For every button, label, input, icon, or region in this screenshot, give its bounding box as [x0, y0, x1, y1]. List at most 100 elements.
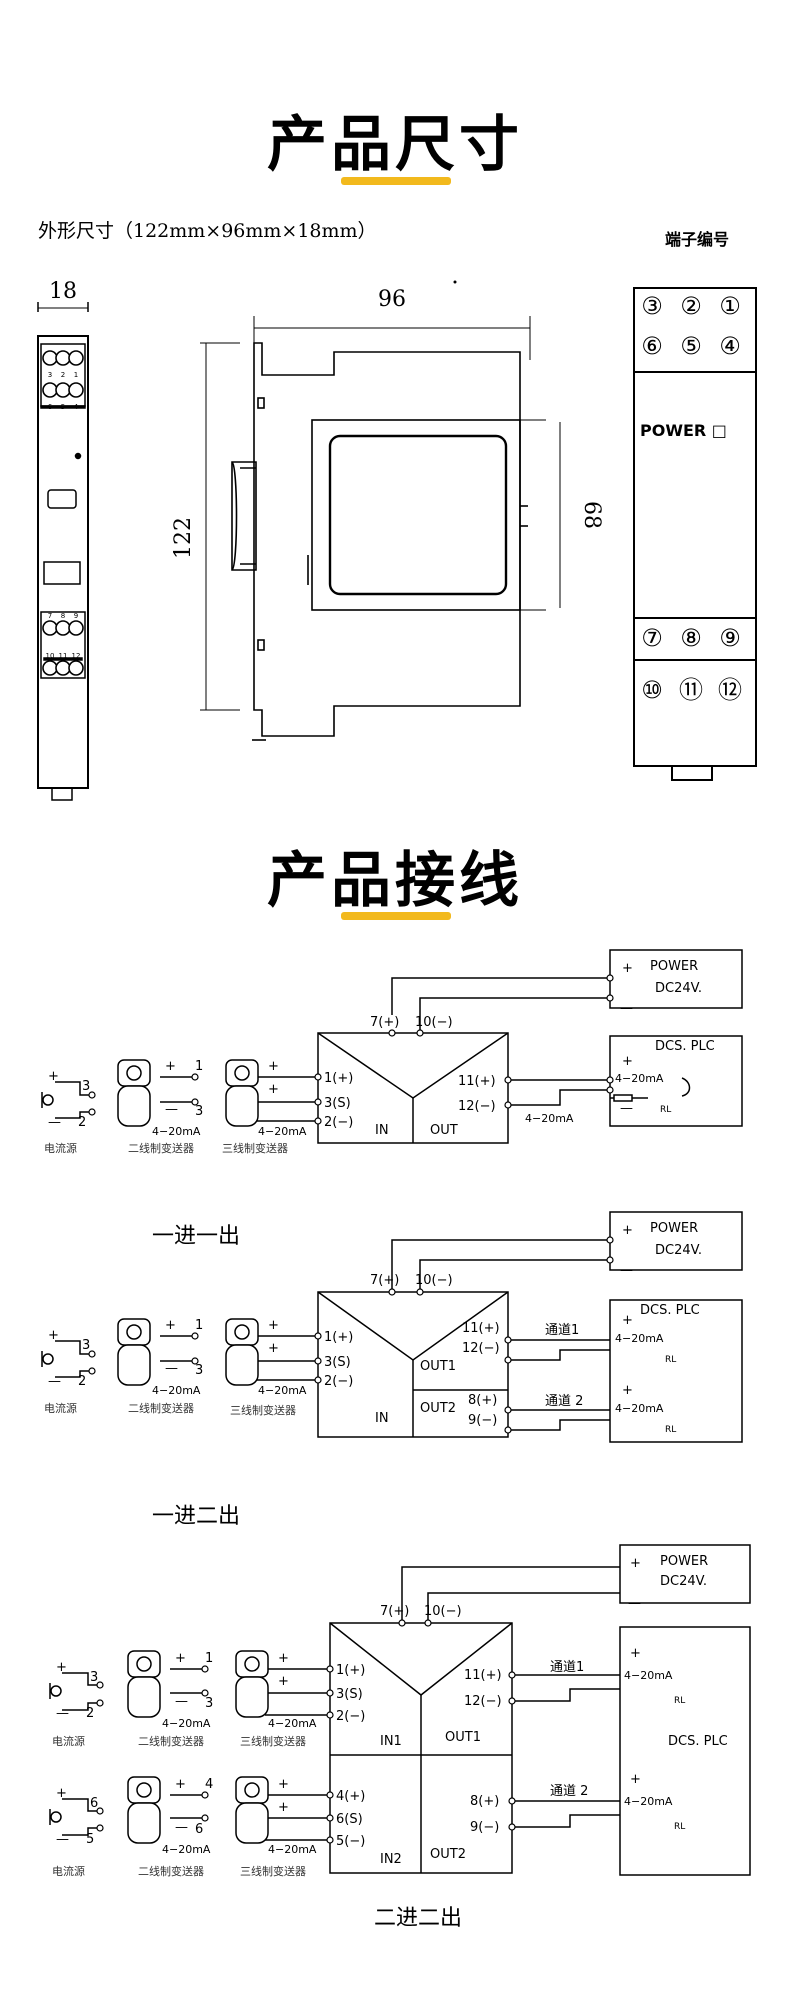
diagram-label: 二线制变送器 [138, 1734, 204, 1748]
diagram-label: 2(−) [324, 1115, 353, 1130]
diagram-label: + [622, 1383, 633, 1398]
diagram-label: 3(S) [324, 1355, 351, 1370]
diagram-label: ⑧ [680, 624, 702, 652]
diagram-label: 11(+) [458, 1074, 496, 1089]
dc-text: DC24V. [655, 981, 702, 996]
diagram-label: 7(+) [380, 1604, 409, 1619]
diagram-label: + [268, 1318, 279, 1333]
diagram-label: 6 [48, 403, 53, 411]
diagram-label: ⑥ [641, 332, 663, 360]
diagram-label: 9 [74, 612, 78, 620]
wiring-title: 产品接线 [267, 846, 523, 916]
caption-1in1out: 一进一出 [152, 1224, 241, 1249]
diagram-label: 4 [205, 1777, 213, 1792]
side-view [200, 316, 561, 741]
diagram-label: 4 [74, 403, 79, 411]
front-top-terminals [42, 350, 84, 398]
caption-2in2out: 二进二出 [374, 1906, 463, 1931]
diagram-label: + [278, 1674, 289, 1689]
diagram-label: 1 [195, 1318, 203, 1333]
terminal-dots [88, 974, 614, 1125]
diagram-label: ⑫ [718, 676, 742, 704]
diagram-label: ⑩ [641, 676, 663, 704]
diagram-label: — [175, 1820, 188, 1835]
diagram-label: 电流源 [44, 1141, 77, 1155]
diagram-label: OUT2 [420, 1401, 456, 1416]
dim-label-68: 68 [579, 501, 604, 529]
diagram-label: + [278, 1777, 289, 1792]
diagram-label: 二线制变送器 [138, 1864, 204, 1878]
diagram-label: + [175, 1651, 186, 1666]
diagram-label: + [630, 1772, 641, 1787]
diagram-label: + [268, 1341, 279, 1356]
diagram-label: — [620, 1101, 633, 1116]
diagram-label: 4−20mA [615, 1402, 664, 1415]
diagram-label: 3(S) [336, 1687, 363, 1702]
diagram-label: 2(−) [336, 1709, 365, 1724]
diagram-label: 12(−) [462, 1341, 500, 1356]
diagram-label: 2 [86, 1706, 94, 1721]
diagram-label: 3(S) [324, 1096, 351, 1111]
front-terminal-numbers: 3 2 1 6 5 4 7 8 9 10 11 12 [46, 371, 81, 660]
diagram-label: 5(−) [336, 1834, 365, 1849]
diagram-label: DCS. PLC [640, 1303, 700, 1318]
diagram-label: 4(+) [336, 1789, 365, 1804]
diagram-label: — [620, 1001, 633, 1016]
diagram-label: 7(+) [370, 1015, 399, 1030]
diagram-label: 通道1 [545, 1323, 579, 1338]
diagram-label: ③ [641, 292, 663, 320]
diagram-label: RL [665, 1425, 676, 1435]
wiring-diagram-1in2out: POWER DC24V. + — DCS. PLC + 4−20mA RL + … [41, 1211, 743, 1443]
diagram-label: 12 [72, 652, 81, 660]
diagram-label: OUT [430, 1123, 458, 1138]
diagram-label: — [56, 1706, 69, 1721]
diagram-label: 8(+) [468, 1393, 497, 1408]
diagram-label: 7(+) [370, 1273, 399, 1288]
diagram-label: 2 [78, 1115, 86, 1130]
diagram-label: — [620, 1263, 633, 1278]
dot-mark [453, 280, 457, 284]
diagram-label: 3 [195, 1104, 203, 1119]
front-bottom-terminals [42, 620, 84, 676]
diagram-label: 10(−) [415, 1273, 453, 1288]
diagram-label: 1 [195, 1059, 203, 1074]
terminal-title: 端子编号 [665, 230, 729, 249]
diagram-label: 通道 2 [550, 1784, 588, 1799]
diagram-label: 4−20mA [258, 1125, 307, 1138]
diagram-label: + [56, 1786, 67, 1801]
diagram-label: ⑪ [679, 676, 703, 704]
diagram-label: — [48, 1374, 61, 1389]
diagram-label: DC24V. [655, 1243, 702, 1258]
diagram-label: 电流源 [52, 1734, 85, 1748]
diagram-label: 电流源 [52, 1864, 85, 1878]
diagram-label: 12(−) [464, 1694, 502, 1709]
diagram-label: 6(S) [336, 1812, 363, 1827]
diagram-label: 6 [195, 1822, 203, 1837]
diagram-label: POWER [660, 1554, 708, 1569]
diagram-label: POWER [650, 1221, 698, 1236]
diagram-label: + [622, 961, 633, 976]
diagram-label: OUT1 [420, 1359, 456, 1374]
diagram-label: + [268, 1059, 279, 1074]
diagram-label: 4−20mA [624, 1795, 673, 1808]
diagram-label: — [628, 1596, 641, 1611]
diagram-label: — [56, 1832, 69, 1847]
diagram-label: 9(−) [470, 1820, 499, 1835]
diagram-label: 6 [90, 1796, 98, 1811]
diagram-label: 三线制变送器 [222, 1141, 288, 1155]
diagram-label: 三线制变送器 [230, 1403, 296, 1417]
diagram-label: 3 [82, 1338, 90, 1353]
transmitter-2wire [117, 1059, 151, 1127]
diagram-label: + [622, 1223, 633, 1238]
diagram-label: 3 [205, 1696, 213, 1711]
diagram-label: 11 [59, 652, 68, 660]
diagram-label: 3 [195, 1363, 203, 1378]
diagram-label: 4−20mA [615, 1332, 664, 1345]
diagram-label: 4−20mA [162, 1717, 211, 1730]
diagram-label: 1(+) [324, 1330, 353, 1345]
diagram-label: 9(−) [468, 1413, 497, 1428]
power-text: POWER [650, 959, 698, 974]
diagram-label: + [48, 1069, 59, 1084]
wiring-title-underline [341, 912, 451, 920]
terminal-numbers-bottom: ⑦ ⑧ ⑨ ⑩ ⑪ ⑫ [641, 624, 742, 704]
